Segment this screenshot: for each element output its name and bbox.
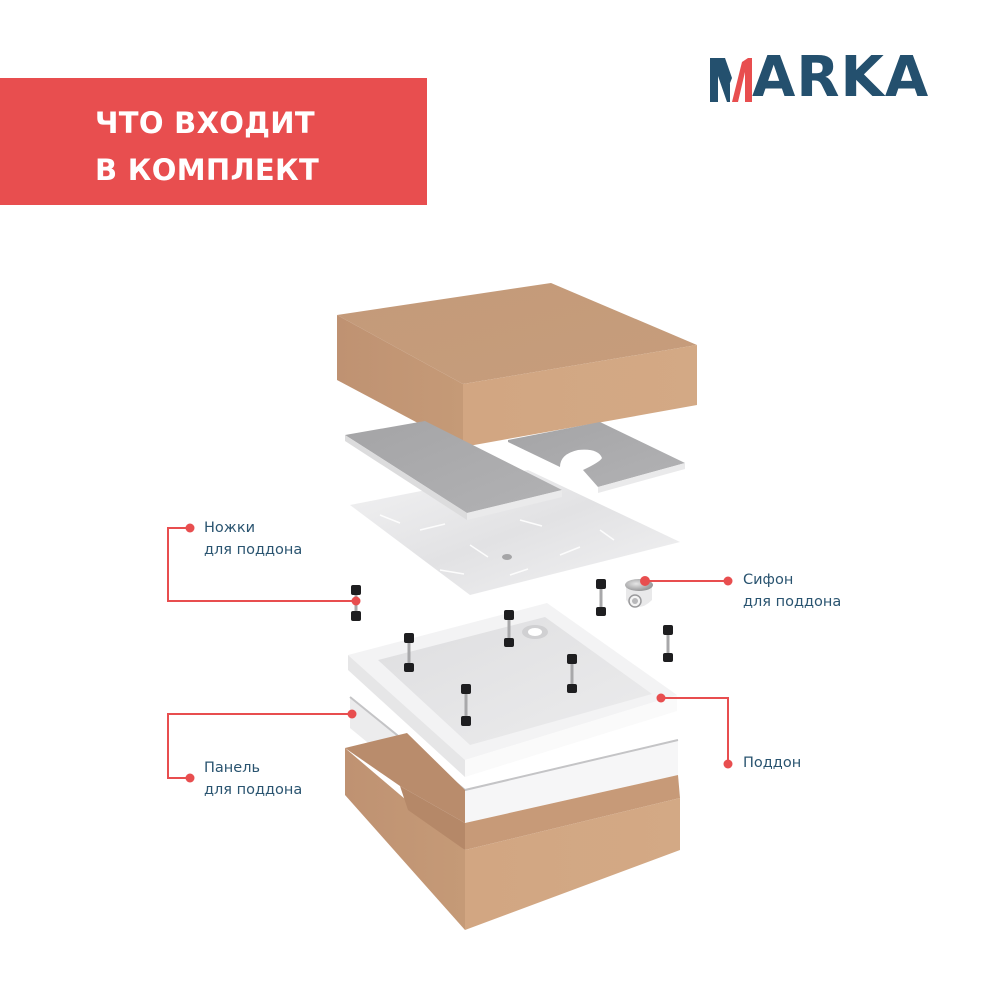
callout-siphon: Сифон для поддона bbox=[743, 569, 841, 613]
top-cardboard-cover bbox=[337, 283, 697, 447]
bottom-cardboard-box bbox=[345, 733, 680, 930]
callout-siphon-line-1: Сифон bbox=[743, 572, 794, 588]
foam-sheet-right bbox=[508, 422, 685, 493]
title-banner bbox=[0, 78, 427, 205]
callout-siphon-line-2: для поддона bbox=[743, 594, 842, 610]
callout-dot-icon bbox=[640, 576, 650, 586]
tray-leg-icon bbox=[663, 625, 673, 662]
callout-dot-icon bbox=[723, 576, 733, 586]
tray-leg-icon bbox=[404, 633, 414, 672]
banner-title: ЧТО ВХОДИТ В КОМПЛЕКТ bbox=[95, 100, 319, 194]
tray-leg-icon bbox=[504, 610, 514, 647]
tray-leg-icon bbox=[596, 579, 606, 616]
callout-dots bbox=[185, 523, 733, 783]
callout-panel-line-1: Панель bbox=[204, 760, 261, 776]
banner-title-line-1: ЧТО ВХОДИТ bbox=[95, 106, 315, 140]
callout-lines bbox=[167, 527, 729, 779]
tray-leg-icon bbox=[567, 654, 577, 693]
callout-tray: Поддон bbox=[743, 752, 801, 774]
logo-text: ARKA bbox=[752, 45, 930, 110]
callout-legs-line-1: Ножки bbox=[204, 520, 256, 536]
tray-leg-icon bbox=[461, 684, 471, 726]
callout-dot-icon bbox=[656, 693, 666, 703]
foam-sheet-left bbox=[345, 421, 562, 520]
callout-tray-line-1: Поддон bbox=[743, 755, 802, 771]
tray-legs bbox=[351, 579, 673, 726]
banner-title-line-2: В КОМПЛЕКТ bbox=[95, 153, 320, 187]
logo-m-glyph-icon bbox=[710, 58, 752, 102]
callout-dot-icon bbox=[351, 596, 361, 606]
protective-film bbox=[350, 470, 680, 595]
callout-legs-line-2: для поддона bbox=[204, 542, 303, 558]
callout-legs: Ножки для поддона bbox=[204, 517, 302, 561]
callout-panel: Панель для поддона bbox=[204, 757, 302, 801]
callout-dot-icon bbox=[185, 523, 195, 533]
callout-dot-icon bbox=[185, 773, 195, 783]
callout-dot-icon bbox=[723, 759, 733, 769]
siphon-icon bbox=[625, 579, 653, 608]
callout-panel-line-2: для поддона bbox=[204, 782, 303, 798]
callout-dot-icon bbox=[347, 709, 357, 719]
shower-tray bbox=[348, 603, 677, 777]
